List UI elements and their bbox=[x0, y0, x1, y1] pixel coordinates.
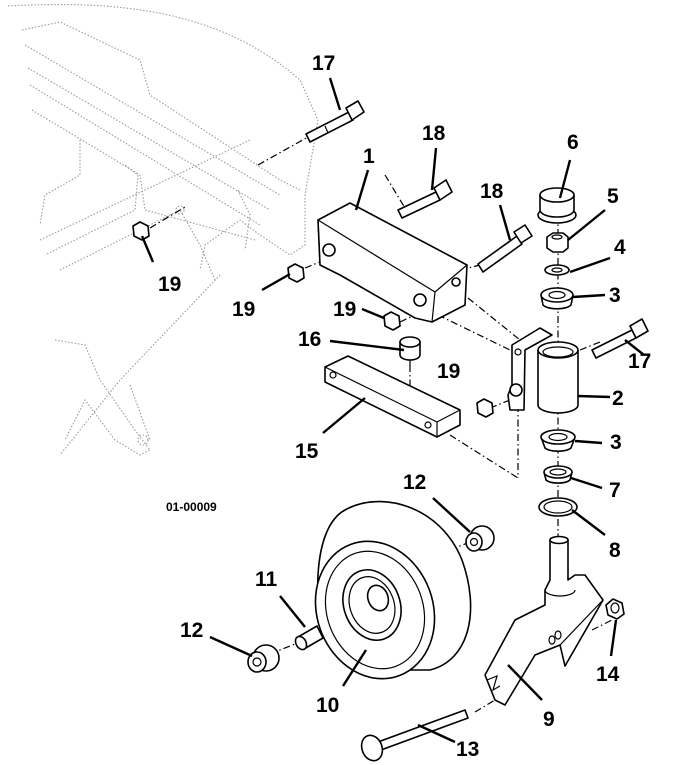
caster-housing-2[interactable] bbox=[507, 327, 579, 414]
callout-9: 9 bbox=[543, 708, 555, 731]
wheel-bearing-12-left[interactable] bbox=[247, 644, 280, 673]
callout-19-d: 19 bbox=[437, 360, 460, 383]
bearing-3-lower[interactable] bbox=[540, 429, 576, 452]
caster-fork-9[interactable] bbox=[484, 535, 604, 706]
bumper-16[interactable] bbox=[399, 336, 421, 366]
callout-12-left: 12 bbox=[180, 619, 203, 642]
wheel-10[interactable] bbox=[297, 500, 472, 696]
callout-19-a: 19 bbox=[158, 273, 181, 296]
bolt-17-top[interactable] bbox=[305, 100, 365, 143]
callout-14: 14 bbox=[596, 663, 620, 686]
wheel-bearing-12-right[interactable] bbox=[465, 525, 495, 552]
callout-leaders bbox=[140, 77, 645, 744]
seal-7[interactable] bbox=[543, 465, 573, 484]
callout-15: 15 bbox=[295, 440, 319, 463]
bracket-1[interactable] bbox=[317, 202, 468, 323]
callout-19-c: 19 bbox=[333, 298, 356, 321]
washer-4[interactable] bbox=[544, 264, 570, 276]
callout-10: 10 bbox=[316, 694, 339, 717]
figure-id: 01-00009 bbox=[166, 500, 217, 514]
callout-18-upper: 18 bbox=[422, 122, 446, 145]
lock-nut-19-b[interactable] bbox=[287, 263, 305, 283]
hex-nut-5[interactable] bbox=[546, 232, 569, 253]
lock-nut-19-c[interactable] bbox=[383, 311, 401, 331]
callout-17-right: 17 bbox=[628, 350, 651, 373]
bolt-18-upper[interactable] bbox=[397, 179, 453, 219]
callout-labels: 17 18 18 1 6 5 4 3 17 19 19 19 19 16 15 … bbox=[158, 52, 651, 761]
lock-nut-19-a[interactable] bbox=[132, 221, 150, 241]
callout-5: 5 bbox=[607, 185, 619, 208]
spacer-bar-15[interactable] bbox=[324, 355, 461, 438]
callout-7: 7 bbox=[609, 479, 621, 502]
axle-bolt-13[interactable] bbox=[358, 709, 469, 764]
callout-13: 13 bbox=[456, 738, 479, 761]
callout-3-top: 3 bbox=[609, 284, 621, 307]
callout-19-b: 19 bbox=[232, 298, 255, 321]
callout-18-lower: 18 bbox=[480, 180, 504, 203]
callout-11: 11 bbox=[255, 568, 278, 591]
seal-ring-8[interactable] bbox=[538, 497, 578, 517]
spacer-tube-11[interactable] bbox=[293, 625, 324, 652]
dust-cap-6[interactable] bbox=[537, 187, 577, 224]
callout-17-top: 17 bbox=[312, 52, 335, 75]
bolt-17-right[interactable] bbox=[591, 318, 649, 359]
callout-4: 4 bbox=[614, 236, 626, 259]
lock-nut-14[interactable] bbox=[605, 598, 625, 620]
bolt-18-lower[interactable] bbox=[477, 224, 533, 273]
bearing-3-top[interactable] bbox=[540, 287, 574, 310]
ghost-frame bbox=[7, 3, 319, 456]
callout-1: 1 bbox=[363, 145, 375, 168]
callout-8: 8 bbox=[609, 539, 621, 562]
callout-3-lower: 3 bbox=[610, 431, 622, 454]
callout-12-right: 12 bbox=[403, 471, 426, 494]
callout-6: 6 bbox=[567, 131, 579, 154]
callout-16: 16 bbox=[298, 328, 321, 351]
lock-nut-19-d[interactable] bbox=[476, 398, 494, 418]
callout-2: 2 bbox=[612, 387, 624, 410]
